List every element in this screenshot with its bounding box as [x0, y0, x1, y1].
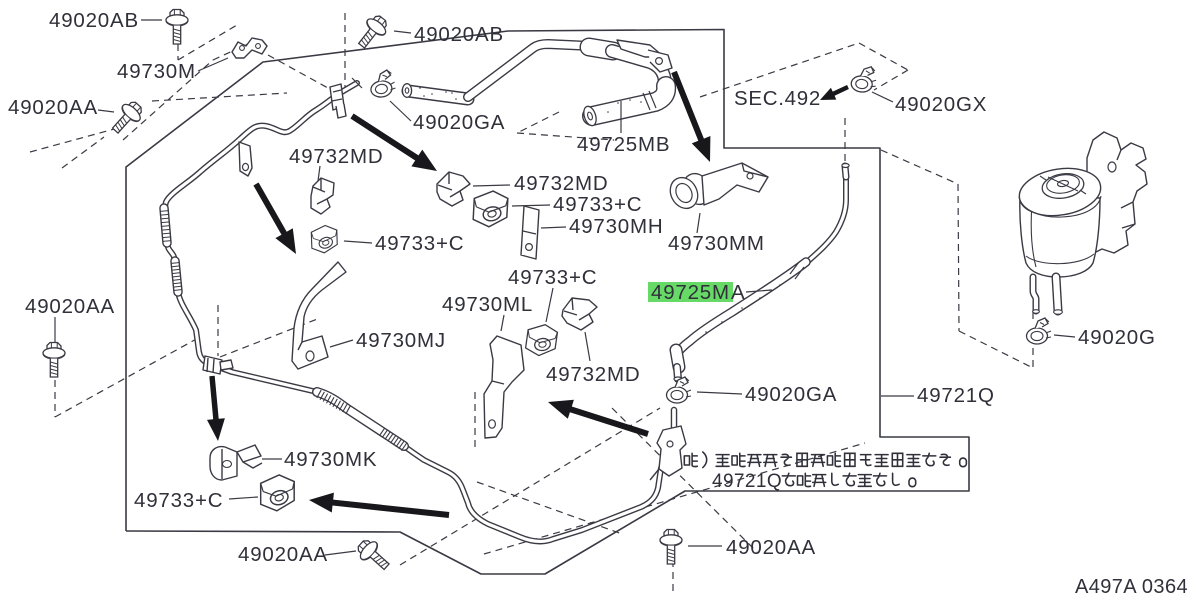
- svg-text:49730MM: 49730MM: [668, 232, 765, 255]
- svg-text:49733+C: 49733+C: [375, 232, 464, 255]
- svg-text:49733+C: 49733+C: [134, 489, 223, 512]
- svg-text:49730MK: 49730MK: [284, 448, 377, 471]
- svg-text:49733+C: 49733+C: [553, 193, 642, 216]
- svg-text:49721Q: 49721Q: [917, 384, 995, 407]
- svg-text:49020AA: 49020AA: [25, 295, 115, 318]
- svg-text:49733+C: 49733+C: [508, 266, 597, 289]
- svg-text:49020AA: 49020AA: [726, 536, 816, 559]
- svg-text:49725MB: 49725MB: [577, 133, 670, 156]
- svg-text:49020GA: 49020GA: [413, 111, 505, 134]
- svg-text:49020AA: 49020AA: [8, 96, 98, 119]
- svg-text:49730MH: 49730MH: [569, 215, 664, 238]
- svg-text:A: A: [731, 281, 745, 304]
- svg-text:49732MD: 49732MD: [289, 145, 384, 168]
- svg-text:49020GA: 49020GA: [745, 383, 837, 406]
- svg-text:49732MD: 49732MD: [546, 363, 641, 386]
- svg-text:49020AB: 49020AB: [414, 23, 504, 46]
- svg-text:49730ML: 49730ML: [442, 293, 533, 316]
- svg-text:49020G: 49020G: [1078, 326, 1156, 349]
- svg-text:49020AB: 49020AB: [49, 9, 139, 32]
- svg-text:49725M: 49725M: [651, 281, 730, 304]
- svg-text:49730MJ: 49730MJ: [356, 329, 446, 352]
- svg-text:49020AA: 49020AA: [238, 543, 328, 566]
- svg-text:A497A 0364: A497A 0364: [1075, 576, 1188, 598]
- svg-text:49020GX: 49020GX: [895, 93, 987, 116]
- svg-text:SEC.492: SEC.492: [734, 87, 821, 110]
- svg-text:49721Q: 49721Q: [712, 471, 782, 492]
- svg-text:49732MD: 49732MD: [514, 172, 609, 195]
- svg-text:49730M: 49730M: [117, 60, 196, 83]
